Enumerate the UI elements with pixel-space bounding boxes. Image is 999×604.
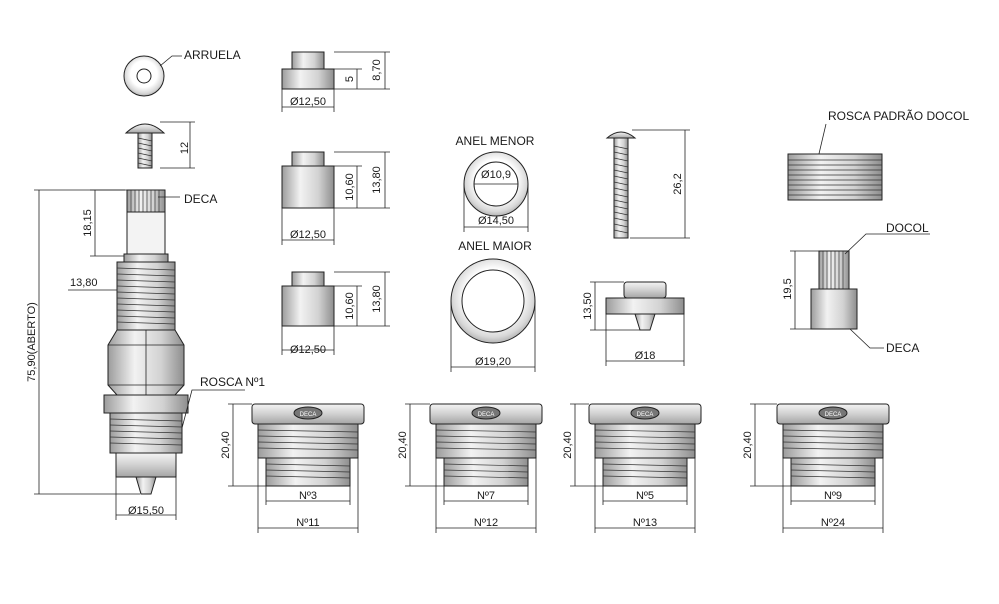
dim-cap3-small: 10,60 [344,292,356,320]
nut-4: DECA [750,403,890,533]
knob [590,281,685,366]
label-anel-maior: ANEL MAIOR [458,239,532,253]
long-screw [605,129,690,239]
dim-cap1-diameter: Ø12,50 [290,96,326,108]
dim-nut4-outer: Nº24 [821,517,845,529]
dim-body-diameter-bottom: Ø15,50 [128,505,164,517]
dim-nut2-height: 20,40 [397,431,409,459]
dim-small-ring-outer: Ø14,50 [478,215,514,227]
nut-1-logo: DECA [300,412,317,418]
dim-overall-height: 75,90(ABERTO) [26,302,38,382]
label-arruela: ARRUELA [184,48,241,62]
dim-nut4-inner: Nº9 [824,490,842,502]
dim-cap1-total: 8,70 [371,59,383,80]
dim-nut2-inner: Nº7 [477,490,495,502]
nut-3: DECA [570,403,702,533]
dim-long-screw-height: 26,2 [672,173,684,194]
washer [123,55,182,97]
dim-small-ring-inner: Ø10,9 [481,169,511,181]
small-screw [124,121,195,169]
dim-nut3-height: 20,40 [562,431,574,459]
dim-nut1-inner: Nº3 [299,490,317,502]
big-ring [450,258,536,372]
cap-3 [281,271,390,355]
small-ring [463,151,529,232]
dim-cap3-total: 13,80 [371,285,383,313]
nut-3-logo: DECA [637,412,654,418]
dim-big-ring-outer: Ø19,20 [475,356,511,368]
cap-2 [281,151,390,245]
cap-1 [281,51,390,112]
dim-cap2-diameter: Ø12,50 [290,229,326,241]
docol-adapter [790,233,930,349]
dim-nut3-outer: Nº13 [633,517,657,529]
valve-body [34,189,245,520]
label-anel-menor: ANEL MENOR [456,134,535,148]
dim-nut1-outer: Nº11 [296,517,319,529]
nut-2-logo: DECA [478,412,495,418]
dim-spline-height: 18,15 [82,209,94,237]
dim-cap3-diameter: Ø12,50 [290,344,326,356]
nut-4-logo: DECA [825,412,842,418]
dim-nut3-inner: Nº5 [636,490,654,502]
dim-nut4-height: 20,40 [742,431,754,459]
dim-small-screw-height: 12 [179,142,191,154]
dim-body-diameter-top: 13,80 [70,277,98,289]
label-docol: DOCOL [886,221,929,235]
dim-nut2-outer: Nº12 [474,517,498,529]
label-deca-bottom: DECA [886,341,919,355]
dim-cap1-small: 5 [344,76,356,82]
label-deca-top: DECA [184,192,217,206]
dim-adapter-height: 19,5 [782,278,794,299]
dim-cap2-small: 10,60 [344,173,356,201]
dim-knob-height: 13,50 [582,292,594,320]
label-rosca-padrao-docol: ROSCA PADRÃO DOCOL [828,109,969,123]
label-rosca-n1: ROSCA Nº1 [200,375,265,389]
dim-nut1-height: 20,40 [220,431,232,459]
nut-1: DECA [228,403,365,533]
dim-knob-diameter: Ø18 [635,350,656,362]
docol-thread [787,123,883,201]
nut-2: DECA [405,403,543,533]
dim-cap2-total: 13,80 [371,166,383,194]
